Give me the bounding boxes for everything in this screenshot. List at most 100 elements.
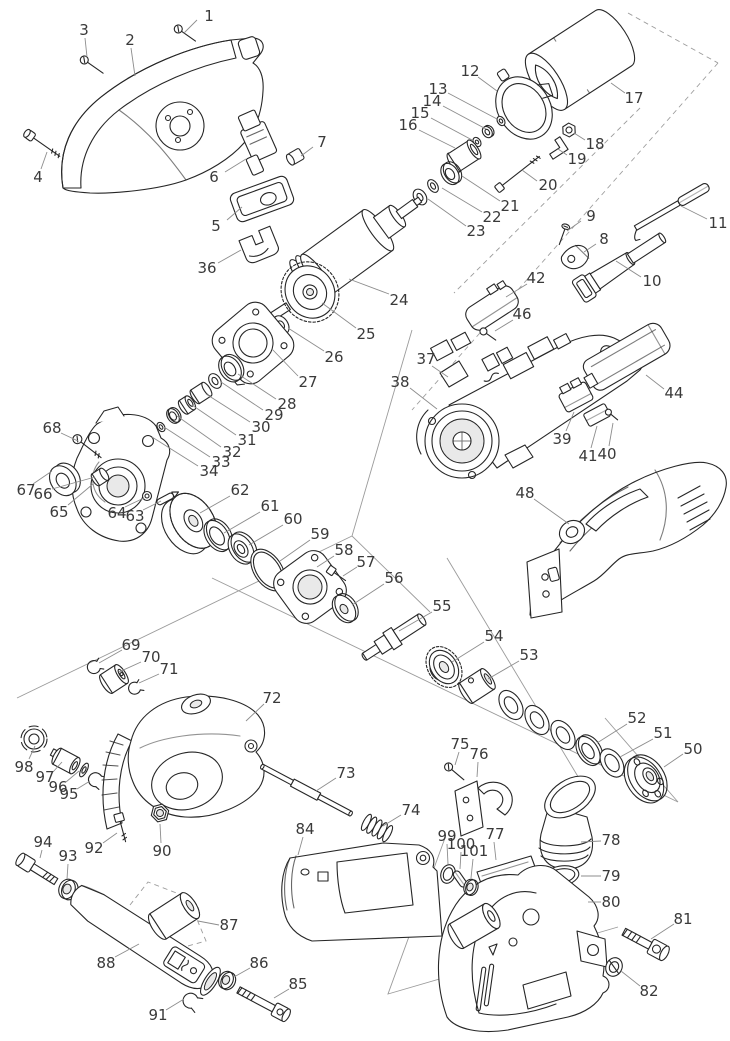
part-art-blade-cover-80 [437, 865, 610, 1033]
leader-line-71 [138, 673, 160, 684]
part-art-spindle-55 [361, 613, 427, 661]
part-label-88: 88 [96, 954, 115, 972]
part-art-plate-8 [560, 244, 590, 270]
leader-line-74 [382, 814, 402, 827]
part-label-50: 50 [683, 740, 702, 758]
part-art-bolt-4 [23, 128, 61, 159]
part-art-screw-9 [558, 223, 571, 246]
part-label-78: 78 [601, 831, 620, 849]
part-art-washer-32 [166, 407, 182, 424]
leader-line-2 [130, 47, 136, 77]
part-art-washer-13 [496, 115, 506, 127]
part-label-61: 61 [260, 497, 279, 515]
part-label-57: 57 [356, 553, 375, 571]
leader-line-93 [66, 863, 69, 880]
part-label-62: 62 [230, 481, 249, 499]
part-art-flange-52 [575, 734, 604, 767]
part-label-41: 41 [578, 447, 597, 465]
leader-line-23 [427, 198, 467, 227]
part-label-30: 30 [251, 418, 270, 436]
part-label-34: 34 [199, 462, 218, 480]
leader-line-62 [199, 495, 231, 514]
leader-line-78 [580, 840, 602, 843]
leader-line-19 [557, 148, 568, 156]
part-label-70: 70 [141, 648, 160, 666]
leader-line-81 [650, 923, 675, 940]
part-label-29: 29 [264, 406, 283, 424]
part-art-spring-74 [360, 813, 394, 843]
part-label-11: 11 [708, 214, 727, 232]
part-label-60: 60 [283, 510, 302, 528]
leader-line-28 [237, 373, 277, 400]
leader-line-13 [447, 92, 498, 120]
part-label-1: 1 [204, 7, 214, 25]
part-label-28: 28 [277, 395, 296, 413]
part-label-86: 86 [249, 954, 268, 972]
leader-line-46 [494, 319, 514, 332]
part-label-48: 48 [515, 484, 534, 502]
leader-line-70 [118, 661, 142, 673]
part-label-98: 98 [14, 758, 33, 776]
part-art-screw-57 [325, 565, 347, 582]
part-art-screw-40 [604, 408, 619, 421]
part-label-17: 17 [624, 89, 643, 107]
part-art-ring-61 [203, 518, 234, 553]
part-label-10: 10 [642, 272, 661, 290]
leader-line-42 [505, 283, 528, 298]
part-label-67: 67 [16, 481, 35, 499]
leader-line-65 [67, 483, 94, 506]
part-label-94: 94 [33, 833, 52, 851]
part-art-bolt-85 [236, 986, 291, 1023]
part-label-38: 38 [390, 373, 409, 391]
part-art-nut-90 [150, 803, 170, 823]
part-label-6: 6 [209, 168, 219, 186]
part-label-31: 31 [237, 431, 256, 449]
part-art-bracket-19 [549, 136, 569, 160]
part-art-screw-46 [479, 327, 497, 341]
part-art-housing-2 [61, 36, 264, 194]
part-labels: 1234567891011121314151617181920212223242… [14, 7, 727, 1024]
part-art-gear-25 [260, 261, 340, 326]
leader-line-48 [533, 498, 570, 525]
part-art-spacer-97 [51, 747, 81, 775]
part-label-95: 95 [59, 785, 78, 803]
part-label-40: 40 [597, 445, 616, 463]
part-art-washer-14 [481, 124, 495, 139]
part-art-cap-42 [465, 280, 519, 331]
part-label-59: 59 [310, 525, 329, 543]
part-label-12: 12 [460, 62, 479, 80]
part-label-81: 81 [673, 910, 692, 928]
part-label-42: 42 [526, 269, 545, 287]
part-label-82: 82 [639, 982, 658, 1000]
part-art-washer-stack [498, 689, 576, 751]
leader-line-97 [52, 761, 63, 773]
part-label-63: 63 [125, 507, 144, 525]
leader-line-40 [608, 422, 614, 447]
part-art-washer-93 [58, 878, 79, 901]
part-art-bracket-36 [238, 225, 279, 264]
leader-line-33 [163, 426, 211, 458]
part-label-92: 92 [84, 839, 103, 857]
part-art-gear-housing-65 [71, 406, 171, 542]
leader-line-69 [98, 649, 123, 664]
part-label-14: 14 [422, 92, 441, 110]
leader-line-6 [224, 158, 247, 173]
leader-line-30 [205, 393, 251, 423]
part-label-21: 21 [500, 197, 519, 215]
leader-line-50 [663, 753, 684, 768]
part-label-52: 52 [627, 709, 646, 727]
part-art-roller-70 [99, 664, 129, 694]
part-art-blade-case-72 [101, 693, 266, 830]
part-art-sleeve-30 [189, 381, 213, 405]
part-art-bolt-81 [621, 927, 670, 962]
part-art-nozzle-78 [538, 775, 596, 870]
part-art-bolt-94 [15, 852, 59, 886]
leader-line-16 [418, 129, 456, 149]
leader-line-82 [620, 970, 641, 987]
part-label-24: 24 [389, 291, 408, 309]
leader-line-54 [451, 641, 485, 663]
part-label-77: 77 [485, 825, 504, 843]
leader-line-25 [321, 302, 357, 329]
part-label-76: 76 [469, 745, 488, 763]
